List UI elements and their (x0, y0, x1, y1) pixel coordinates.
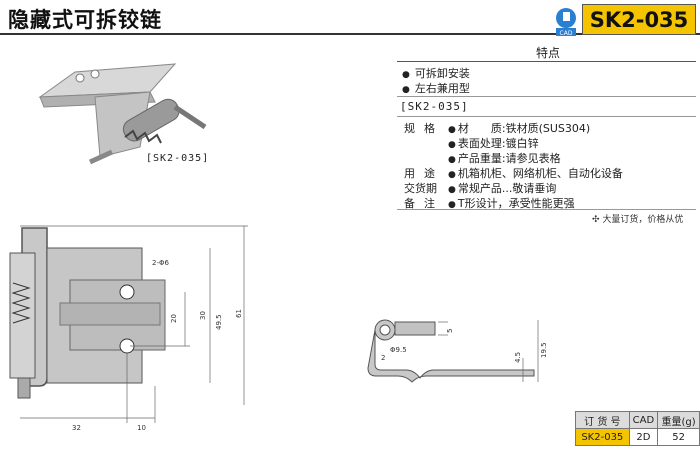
feature-item: ●可拆卸安装 (402, 67, 470, 80)
spec-material: ●材 质:铁材质(SUS304) (448, 122, 591, 135)
section-divider (397, 209, 696, 210)
title-divider (0, 33, 700, 35)
delivery-label: 交货期 (404, 182, 437, 195)
spec-delivery: ●常规产品...敬请垂询 (448, 182, 557, 195)
spec-usage: ●机箱机柜、网络机柜、自动化设备 (448, 167, 623, 180)
bullet-icon: ● (448, 200, 456, 210)
dim-2-label: 2 (381, 354, 385, 362)
table-header-row: 订 货 号 CAD 重量(g) (575, 411, 700, 429)
dim-20-label: 20 (170, 314, 178, 323)
spec-surface: ●表面处理:镀白锌 (448, 137, 539, 150)
features-divider (397, 61, 696, 62)
dim-32-label: 32 (72, 424, 81, 432)
page-title: 隐藏式可拆铰链 (8, 8, 162, 32)
header-weight: 重量(g) (657, 411, 700, 429)
order-table: 订 货 号 CAD 重量(g) SK2-035 2D 52 (575, 411, 700, 446)
dim-phi-label: Φ9.5 (390, 346, 407, 354)
feature-item: ●左右兼用型 (402, 82, 470, 95)
product-code-badge: SK2-035 (582, 4, 696, 35)
dim-45-label: 4.5 (514, 352, 522, 363)
spec-weight: ●产品重量:请参见表格 (448, 152, 561, 165)
bullet-icon: ● (402, 85, 410, 95)
dim-49-label: 49.5 (215, 314, 223, 330)
product-photo (30, 52, 230, 196)
bullet-icon: ● (448, 125, 456, 135)
header-cad: CAD (628, 411, 659, 429)
dim-5-label: 5 (446, 329, 454, 333)
cad-icon[interactable]: CAD (553, 7, 579, 37)
cell-weight: 52 (657, 428, 700, 446)
usage-label: 用途 (404, 167, 444, 180)
notes-label: 备注 (404, 197, 444, 210)
dim-30-label: 30 (199, 311, 207, 320)
dim-61-label: 61 (235, 309, 243, 318)
dim-195-label: 19.5 (540, 342, 548, 358)
spec-label: 规格 (404, 122, 444, 135)
sparkle-icon: ✣ (592, 215, 600, 225)
table-row: SK2-035 2D 52 (575, 428, 700, 446)
bullet-icon: ● (448, 185, 456, 195)
front-view-drawing: 2-Φ6 20 30 49.5 61 32 10 (0, 218, 260, 437)
dim-hole-label: 2-Φ6 (152, 259, 169, 267)
cell-order-no[interactable]: SK2-035 (575, 428, 630, 446)
photo-caption: [SK2-035] (146, 153, 210, 164)
section-divider (397, 96, 696, 97)
bullet-icon: ● (402, 70, 410, 80)
spec-model: [SK2-035] (400, 100, 469, 113)
bulk-note: ✣ 大量订货，价格从优 (592, 215, 684, 225)
spec-notes: ●T形设计，承受性能更强 (448, 197, 575, 210)
cad-icon-label: CAD (560, 30, 573, 37)
bullet-icon: ● (448, 170, 456, 180)
dim-10-label: 10 (137, 424, 146, 432)
features-heading: 特点 (535, 46, 560, 60)
cell-cad[interactable]: 2D (628, 428, 659, 446)
bullet-icon: ● (448, 155, 456, 165)
bullet-icon: ● (448, 140, 456, 150)
side-view-drawing: 5 2 Φ9.5 4.5 19.5 (348, 300, 568, 394)
header-order-no: 订 货 号 (575, 411, 630, 429)
section-divider (397, 116, 696, 117)
